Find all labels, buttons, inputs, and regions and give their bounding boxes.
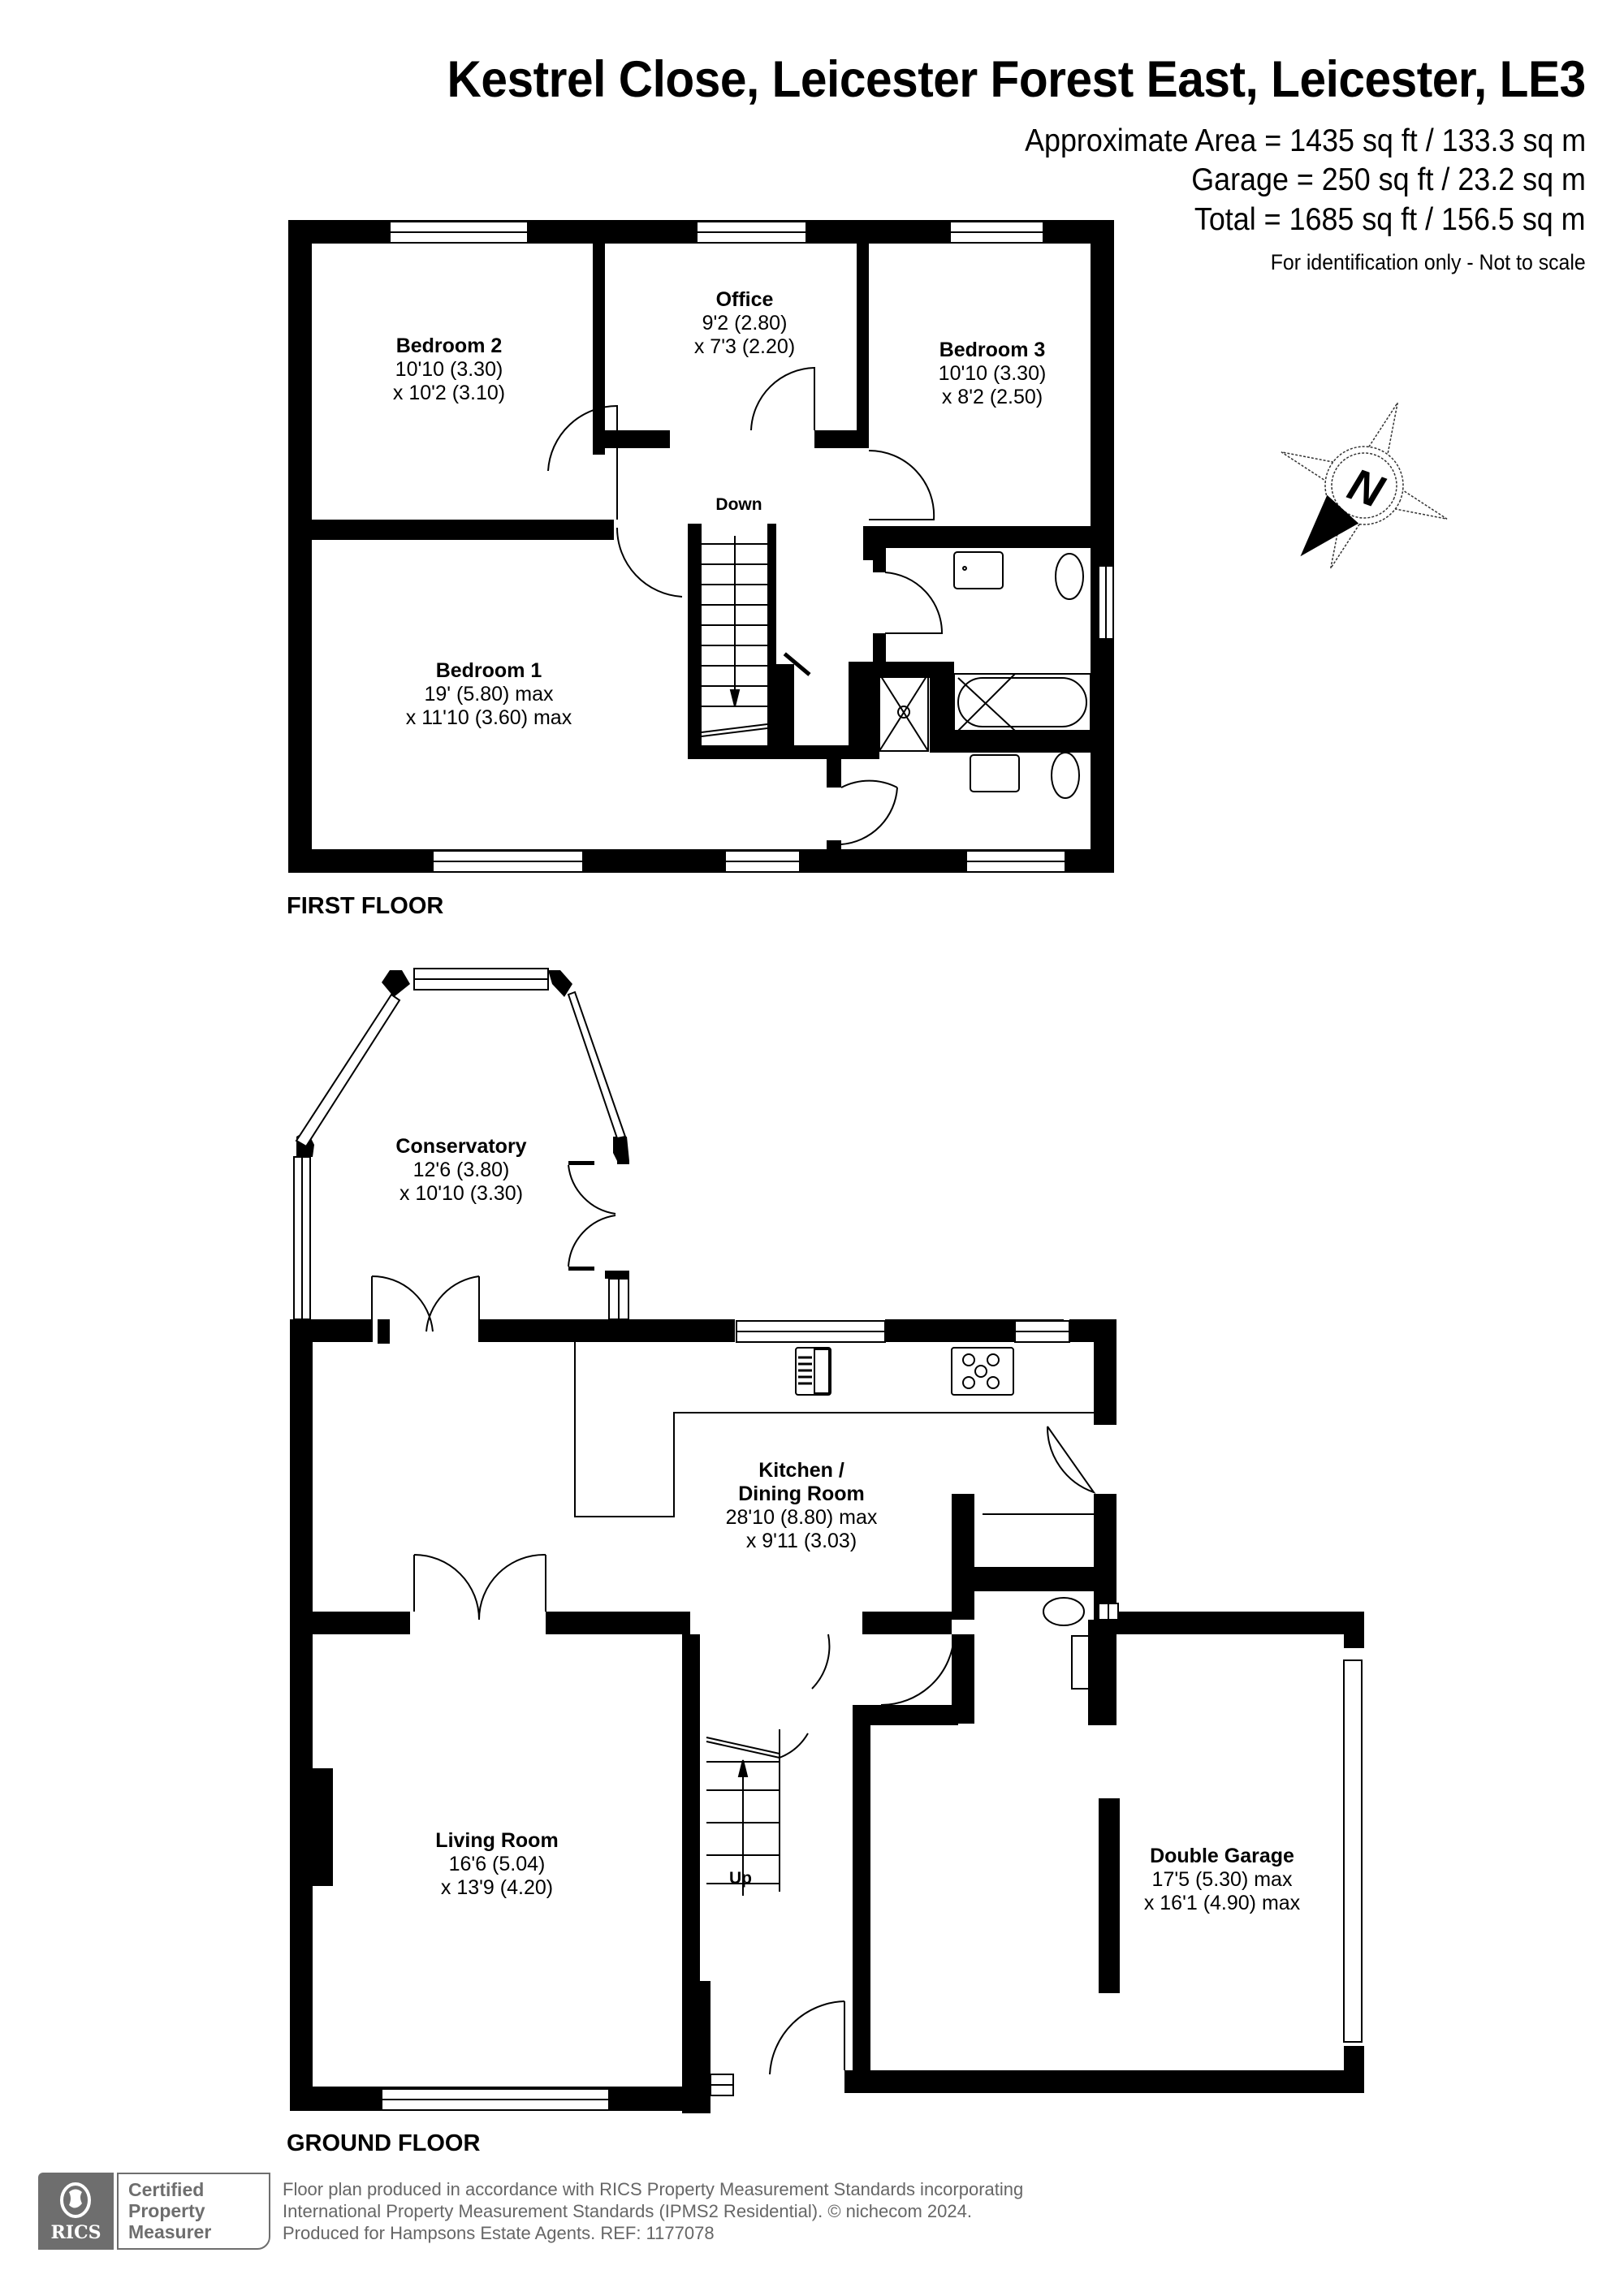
rics-lion-icon xyxy=(60,2182,91,2218)
disclaimer: For identification only - Not to scale xyxy=(1271,250,1586,274)
stairs-down-label: Down xyxy=(715,495,762,514)
property-address-title: Kestrel Close, Leicester Forest East, Le… xyxy=(447,51,1587,108)
room-office: Office 9'2 (2.80) x 7'3 (2.20) xyxy=(693,288,796,358)
room-kitchen-dining: Kitchen / Dining Room 28'10 (8.80) max x… xyxy=(725,1459,878,1552)
footer-notes: Floor plan produced in accordance with R… xyxy=(283,2178,1023,2244)
first-floor-windows xyxy=(389,221,1114,873)
footer-line-1: Floor plan produced in accordance with R… xyxy=(283,2179,1024,2199)
room-bedroom-2: Bedroom 2 10'10 (3.30) x 10'2 (3.10) xyxy=(392,334,506,404)
room-conservatory: Conservatory 12'6 (3.80) x 10'10 (3.30) xyxy=(395,1135,527,1205)
first-floor-label: FIRST FLOOR xyxy=(287,893,444,919)
certified-property-measurer: Certified Property Measurer xyxy=(117,2173,270,2250)
ground-floor-fixtures xyxy=(371,1164,1105,2075)
ground-floor-windows xyxy=(293,968,1363,2111)
room-living-room: Living Room 16'6 (5.04) x 13'9 (4.20) xyxy=(435,1829,559,1899)
room-bedroom-1: Bedroom 1 19' (5.80) max x 11'10 (3.60) … xyxy=(405,659,572,729)
approximate-area: Approximate Area = 1435 sq ft / 133.3 sq… xyxy=(1024,123,1586,158)
stairs-up-label: Up xyxy=(729,1869,752,1888)
footer-line-2: International Property Measurement Stand… xyxy=(283,2201,972,2221)
room-bedroom-3: Bedroom 3 10'10 (3.30) x 8'2 (2.50) xyxy=(938,339,1047,408)
rics-certified-badge: RICS Certified Property Measurer xyxy=(38,2173,270,2250)
room-double-garage: Double Garage 17'5 (5.30) max x 16'1 (4.… xyxy=(1143,1845,1301,1914)
total-area: Total = 1685 sq ft / 156.5 sq m xyxy=(1194,202,1586,237)
first-floor-fixtures xyxy=(547,366,1091,845)
rics-logo: RICS xyxy=(38,2173,114,2250)
footer-line-3: Produced for Hampsons Estate Agents. REF… xyxy=(283,2223,715,2243)
garage-area: Garage = 250 sq ft / 23.2 sq m xyxy=(1191,162,1586,197)
north-compass-icon xyxy=(1281,402,1448,569)
ground-floor-label: GROUND FLOOR xyxy=(287,2130,481,2156)
ground-floor-walls xyxy=(290,970,1364,2113)
